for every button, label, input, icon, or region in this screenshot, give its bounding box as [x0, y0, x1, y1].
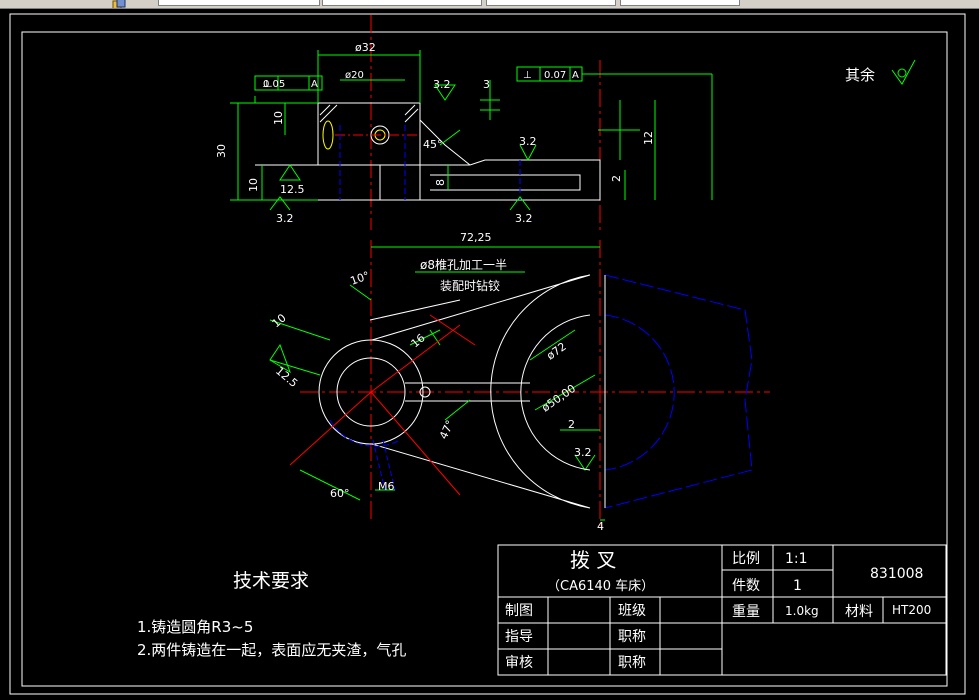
- dim-d72: ø72: [544, 340, 568, 363]
- dim-r10c: 10: [270, 311, 289, 330]
- note-hole-2: 装配时钻铰: [440, 278, 500, 293]
- front-view: [300, 240, 770, 530]
- dim-r60: 60°: [330, 487, 350, 500]
- tol2-symbol: ⊥: [523, 70, 532, 81]
- dim-r47: 47°: [437, 418, 457, 441]
- toolbar-plotstyle-select[interactable]: [620, 0, 740, 6]
- dim-r2: 2: [610, 175, 623, 182]
- surface-finish-note: 其余: [845, 66, 875, 84]
- tol1-value: 0.05: [263, 79, 285, 90]
- ratio-value: 1:1: [785, 551, 808, 567]
- dim-d50: ø50,00: [539, 382, 578, 415]
- notes-title: 技术要求: [233, 570, 309, 592]
- toolbar-layers-icon[interactable]: [112, 0, 126, 8]
- dim-r8: 8: [434, 179, 447, 186]
- note-hole-1: ø8椎孔加工一半: [420, 257, 507, 272]
- draw-label: 制图: [505, 603, 533, 619]
- material-value: HT200: [892, 603, 931, 617]
- dim-d32: ø32: [355, 41, 376, 54]
- dim-r12-5: 12.5: [280, 183, 305, 196]
- class-label: 班级: [618, 603, 646, 619]
- ratio-label: 比例: [732, 551, 760, 567]
- note-item-2: 2.两件铸造在一起，表面应无夹渣，气孔: [137, 641, 406, 659]
- dim-r3-2b: 3.2: [276, 212, 294, 225]
- toolbar: [0, 0, 979, 9]
- toolbar-layer-select[interactable]: [158, 0, 320, 6]
- dim-r4: 4: [597, 520, 604, 533]
- dim-72-25: 72,25: [460, 231, 492, 244]
- dim-r3-2c: 3.2: [519, 135, 537, 148]
- tol2-datum: A: [572, 70, 579, 81]
- drawing-number: 831008: [870, 566, 923, 582]
- toolbar-color-select[interactable]: [322, 0, 482, 6]
- dim-r2b: 2: [568, 418, 575, 431]
- tol1-datum: A: [311, 79, 318, 90]
- dim-r30: 30: [215, 144, 228, 158]
- dim-m6: M6: [378, 480, 395, 493]
- tol2-value: 0.07: [544, 70, 566, 81]
- note-item-1: 1.铸造圆角R3~5: [137, 618, 253, 636]
- tol1-symbol: ⊥: [262, 79, 271, 90]
- dim-r10b: 10: [247, 178, 260, 192]
- machine-name: （CA6140 车床）: [547, 578, 654, 594]
- top-view-dimensions: [230, 50, 713, 471]
- guide-label: 指导: [505, 629, 533, 645]
- sheet-border: [9, 13, 966, 695]
- top-view: [255, 15, 601, 230]
- material-label: 材料: [845, 604, 873, 620]
- weight-label: 重量: [732, 604, 760, 620]
- count-value: 1: [793, 578, 802, 594]
- dim-d20: ø20: [345, 70, 364, 81]
- weight-value: 1.0kg: [785, 604, 819, 618]
- dim-r3-2d: 3.2: [515, 212, 533, 225]
- drawing-border: [21, 31, 948, 687]
- title-block: [497, 544, 947, 676]
- dim-angle-10: 10°: [349, 269, 372, 288]
- title2-label: 职称: [618, 655, 646, 671]
- title1-label: 职称: [618, 629, 646, 645]
- part-name: 拨 叉: [570, 548, 616, 572]
- dim-r45: 45°: [423, 138, 443, 151]
- count-label: 件数: [732, 578, 760, 594]
- surface-finish-icon: [891, 59, 916, 85]
- front-view-dimensions: [269, 246, 605, 521]
- toolbar-linetype-select[interactable]: [486, 0, 616, 6]
- review-label: 审核: [505, 655, 533, 671]
- dim-r3-2e: 3.2: [574, 446, 592, 459]
- dim-r16: 16: [409, 331, 428, 350]
- dim-r3-2: 3.2: [433, 78, 451, 91]
- dim-r3: 3: [483, 78, 490, 91]
- dim-r12: 12: [642, 131, 655, 145]
- dim-r10a: 10: [272, 111, 285, 125]
